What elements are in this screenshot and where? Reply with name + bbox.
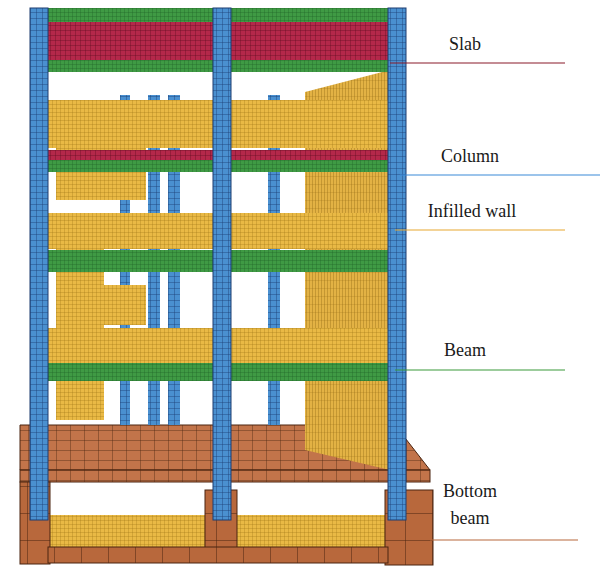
leader-line: [390, 62, 565, 63]
part-label: Infilled wall: [428, 198, 516, 225]
leader-line: [400, 174, 600, 175]
leader-line: [395, 229, 565, 230]
part-label: Slab: [449, 31, 481, 58]
part-label: Beam: [444, 337, 486, 364]
leader-line: [430, 539, 578, 540]
leader-line: [395, 369, 565, 370]
part-label: Column: [441, 143, 499, 170]
part-label: Bottom beam: [430, 478, 510, 532]
